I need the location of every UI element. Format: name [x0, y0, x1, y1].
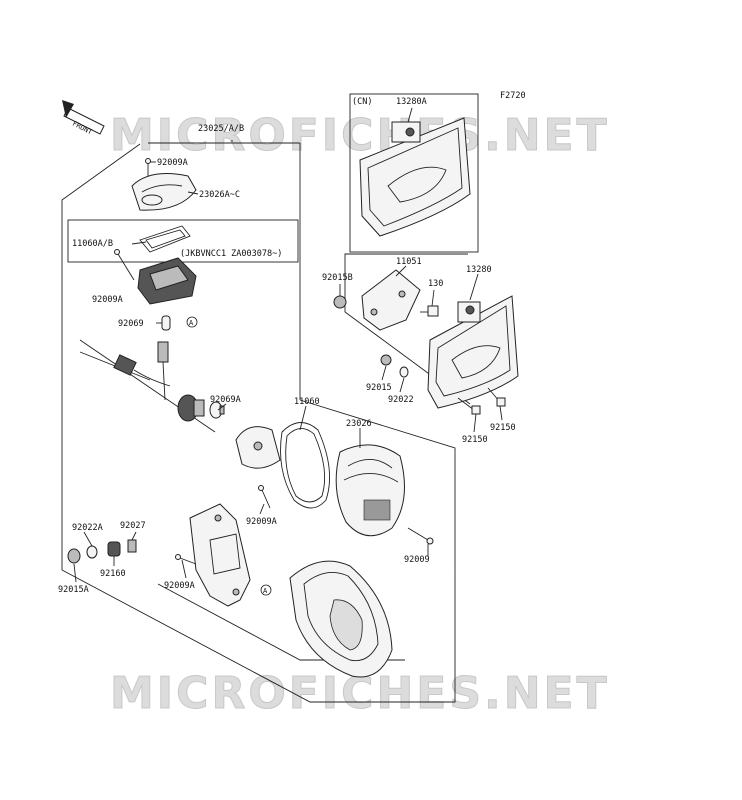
socket-bulb-92069a [177, 394, 225, 422]
ref-marker-a-lower: A [260, 584, 272, 596]
washer-92022 [399, 366, 409, 378]
label-92009a-bottom: 92009A [164, 581, 195, 591]
label-92015b: 92015B [322, 273, 353, 283]
nut-92015 [380, 354, 392, 366]
label-92150-a: 92150 [490, 423, 516, 433]
lens-cover-23026a-c [131, 173, 197, 211]
label-11060: 11060 [294, 397, 320, 407]
figure-code: F2720 [500, 91, 526, 101]
label-92069a: 92069A [210, 395, 241, 405]
ref-marker-a-upper: A [186, 316, 198, 328]
screw-92009 [407, 527, 434, 545]
bolt-130 [420, 305, 439, 317]
label-11051: 11051 [396, 257, 422, 267]
license-light-base [137, 257, 197, 305]
label-13280: 13280 [466, 265, 492, 275]
label-23026a-c: 23026A~C [199, 190, 240, 200]
label-23025: 23025/A/B [198, 124, 244, 134]
front-arrow-icon: FRONT [62, 100, 105, 137]
washer-92022a [86, 545, 98, 559]
license-plate-13280a-cn [359, 117, 471, 237]
label-cn: (CN) [352, 97, 372, 107]
gasket-11060a-b [139, 225, 191, 253]
tail-lens-23026 [335, 444, 405, 537]
label-92009a-mid: 92009A [246, 517, 277, 527]
clip-92069 [161, 315, 171, 331]
label-92160: 92160 [100, 569, 126, 579]
socket-wiring-harness [113, 341, 171, 401]
label-130: 130 [428, 279, 443, 289]
label-13280a: 13280A [396, 97, 427, 107]
screw-92009a-bottom [175, 554, 197, 565]
label-92015: 92015 [366, 383, 392, 393]
label-92009: 92009 [404, 555, 430, 565]
screw-92009a-left [114, 249, 135, 281]
license-plate-13280 [427, 295, 519, 409]
nut-92015b [333, 295, 347, 309]
leader-lines [73, 107, 503, 583]
label-serial-range: (JKBVNCC1 ZA003078~) [180, 249, 282, 259]
label-11060a-b: 11060A/B [72, 239, 113, 249]
label-92015a: 92015A [58, 585, 89, 595]
label-92069: 92069 [118, 319, 144, 329]
tail-light-housing [289, 560, 393, 678]
label-92009a-left: 92009A [92, 295, 123, 305]
svg-text:A: A [189, 319, 194, 327]
cn-variant-box [349, 93, 479, 253]
bolt-92150-a [487, 387, 506, 407]
reflector-plate [235, 426, 281, 469]
grommet-92027 [127, 539, 137, 553]
gasket-ring-11060 [280, 422, 331, 509]
label-92022: 92022 [388, 395, 414, 405]
tail-light-bracket [189, 503, 251, 607]
nut-92015a [67, 548, 81, 564]
plate-bracket-outline [344, 253, 468, 312]
plate-bracket-11051 [361, 269, 421, 331]
label-92150-b: 92150 [462, 435, 488, 445]
label-23026: 23026 [346, 419, 372, 429]
svg-text:A: A [263, 587, 268, 595]
label-92009a-top: 92009A [157, 158, 188, 168]
watermark-top: MICROFICHES.NET [110, 110, 610, 161]
collar-92160 [107, 541, 121, 557]
label-92027: 92027 [120, 521, 146, 531]
bolt-92150-b [457, 397, 481, 415]
screw-92009a-mid [258, 485, 271, 509]
label-92022a: 92022A [72, 523, 103, 533]
